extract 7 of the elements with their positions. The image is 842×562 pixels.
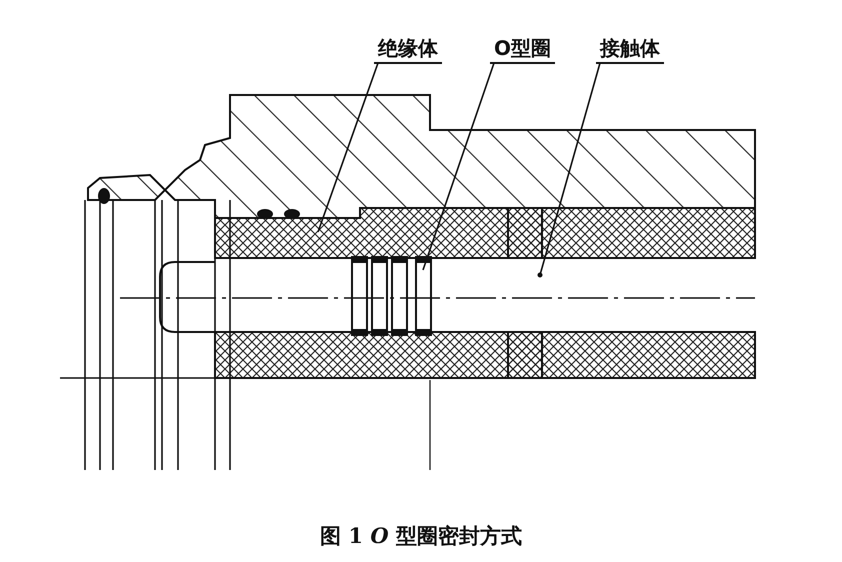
part-label: O型圈 — [490, 36, 556, 64]
part-label: 接触体 — [596, 36, 664, 64]
part-label: 绝缘体 — [374, 36, 442, 64]
leader-line — [317, 62, 379, 232]
figure-caption: 图 1 O 型圈密封方式 — [319, 522, 523, 550]
leader-line — [538, 62, 601, 278]
leader-line — [422, 62, 495, 270]
